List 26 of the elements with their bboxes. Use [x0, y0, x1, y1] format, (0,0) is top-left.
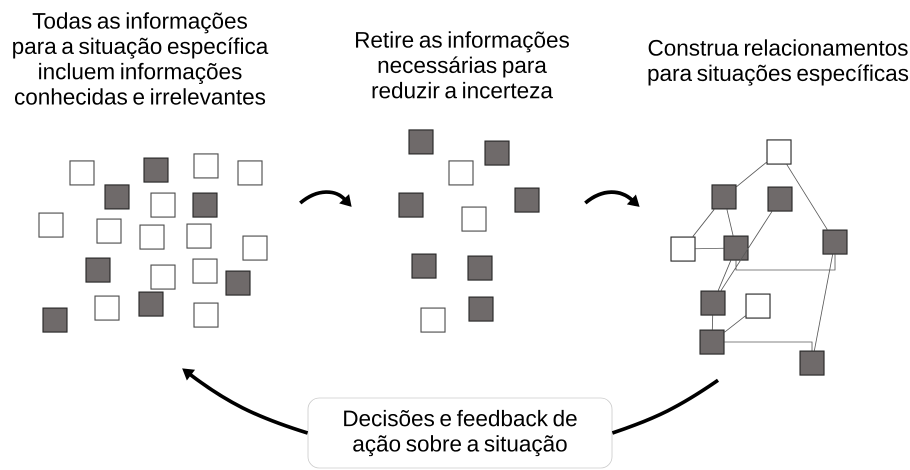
square	[799, 350, 825, 376]
square	[766, 139, 792, 165]
connector-line	[718, 260, 732, 291]
square	[670, 236, 696, 262]
square	[723, 235, 749, 261]
text-box: Decisões e feedback de ação sobre a situação	[308, 398, 612, 468]
connector-line	[724, 315, 746, 333]
connector-line	[736, 254, 836, 270]
connector-line	[692, 209, 715, 237]
connector-line	[695, 248, 724, 250]
square	[767, 186, 793, 212]
connector-line	[724, 342, 812, 351]
connector-line	[712, 315, 714, 330]
connector-line	[726, 209, 734, 236]
connector-line	[720, 211, 772, 291]
square	[745, 293, 771, 319]
square	[711, 184, 737, 210]
heading: Todas as informações para a situação específica incluem informações conhecidas e irrelevantes	[13, 12, 268, 105]
heading: Retire as informações necessárias para reduzir a incerteza	[356, 31, 569, 98]
connector-line	[736, 162, 767, 188]
square	[822, 229, 848, 255]
connector-line	[786, 164, 828, 230]
square	[699, 329, 725, 355]
heading: Construa relacionamentos para situações específicas	[648, 39, 908, 86]
square	[700, 290, 726, 316]
connector-line	[814, 254, 834, 351]
